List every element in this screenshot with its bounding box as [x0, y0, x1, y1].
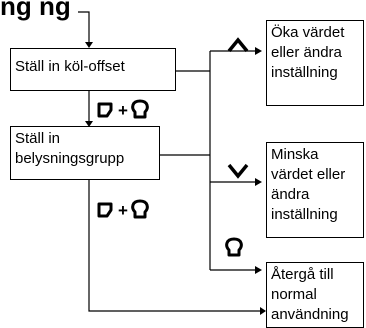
- power-light-key-icon: [131, 199, 149, 219]
- power-light-key-icon: [131, 99, 149, 119]
- box-increase-line-2: eller ändra: [271, 44, 342, 61]
- box-increase-line-1: Öka värdet: [271, 24, 345, 41]
- box-decrease-line-2: värdet eller: [271, 166, 346, 183]
- caret-up-icon: [227, 37, 249, 53]
- box-set-lighting-group-line-2: belysningsgrupp: [15, 150, 125, 167]
- box-return-line-1: Återgå till: [271, 266, 334, 283]
- caret-down-icon: [227, 163, 249, 179]
- box-return-line-2: normal: [271, 286, 317, 303]
- box-decrease-line-1: Minska: [271, 146, 319, 163]
- menu-key-icon: [97, 102, 113, 118]
- box-set-keel-offset: Ställ in köl-offset: [10, 48, 176, 91]
- box-return-line-3: användning: [271, 306, 349, 323]
- plus-sign: +: [118, 201, 128, 220]
- box-decrease-line-4: inställning: [271, 206, 338, 223]
- power-light-key-icon: [225, 237, 243, 257]
- box-set-lighting-group: Ställ in belysningsgrupp: [10, 126, 160, 180]
- box-set-keel-offset-label: Ställ in köl-offset: [15, 58, 125, 75]
- box-set-lighting-group-line-1: Ställ in: [15, 130, 61, 147]
- box-decrease-line-3: ändra: [271, 186, 310, 203]
- box-increase-line-3: inställning: [271, 64, 338, 81]
- box-increase-value: Öka värdet eller ändra inställning: [266, 20, 364, 106]
- menu-key-icon: [97, 202, 113, 218]
- box-return-normal: Återgå till normal användning: [266, 262, 364, 328]
- box-decrease-value: Minska värdet eller ändra inställning: [266, 142, 364, 238]
- plus-sign: +: [118, 101, 128, 120]
- cut-off-heading: ng ng: [0, 0, 71, 21]
